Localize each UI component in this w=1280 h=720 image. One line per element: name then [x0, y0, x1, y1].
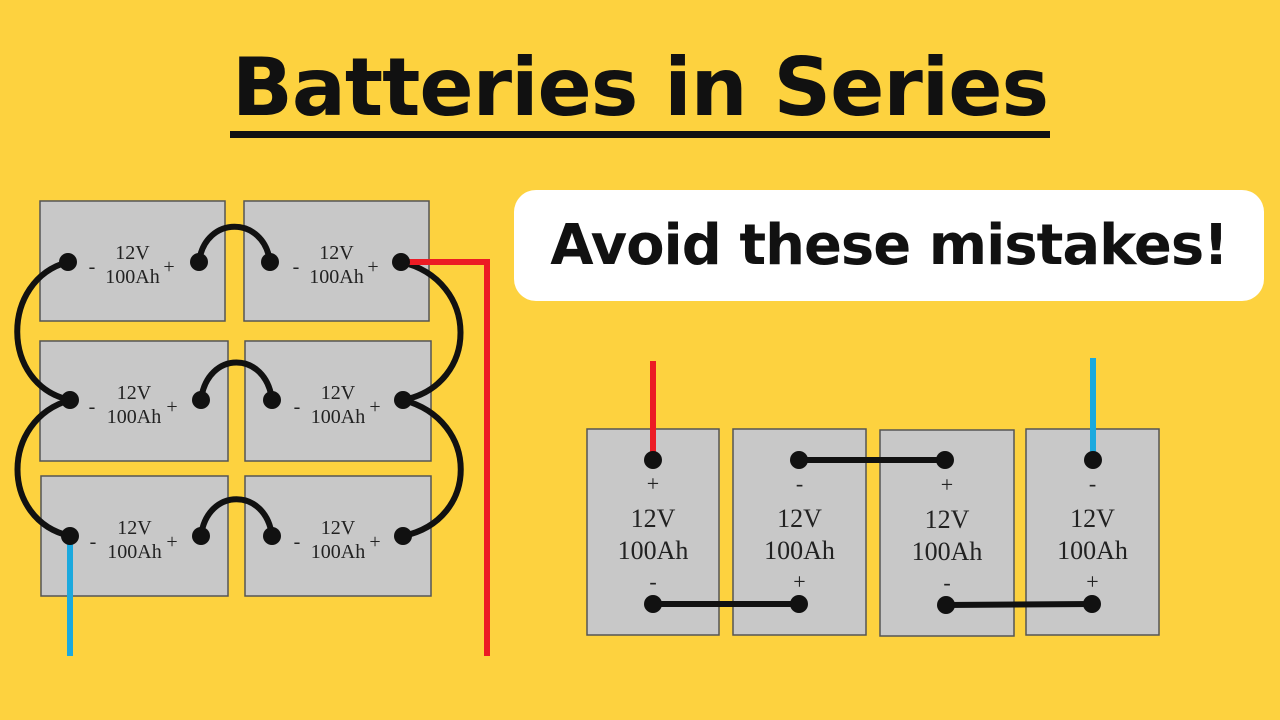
battery-pos-sign: + — [166, 396, 177, 418]
battery-capacity-label: 100Ah — [311, 406, 365, 428]
jumper-wire — [198, 359, 275, 403]
terminal-post — [790, 451, 808, 469]
battery-voltage-label: 12V — [321, 382, 356, 404]
battery-bottom-sign: - — [943, 570, 950, 595]
battery-capacity-label: 100Ah — [105, 266, 159, 288]
battery-pos-sign: + — [163, 256, 174, 278]
side-wire — [14, 397, 73, 539]
battery-top-sign: + — [941, 472, 953, 497]
battery-voltage-label: 12V — [319, 242, 354, 264]
terminal-post — [394, 527, 412, 545]
jumper-wire — [196, 223, 273, 265]
battery-voltage-label: 12V — [321, 517, 356, 539]
battery-capacity-label: 100Ah — [1057, 536, 1128, 565]
terminal-post — [192, 527, 210, 545]
page-title: Batteries in Series — [0, 40, 1280, 138]
callout-text: Avoid these mistakes! — [550, 213, 1229, 278]
battery-neg-sign: - — [294, 531, 301, 553]
battery-bottom-sign: - — [649, 569, 656, 594]
terminal-post — [392, 253, 410, 271]
battery-voltage-label: 12V — [117, 517, 152, 539]
battery-voltage-label: 12V — [777, 504, 822, 533]
battery-neg-sign: - — [293, 256, 300, 278]
terminal-post — [59, 253, 77, 271]
side-wire — [400, 397, 464, 539]
battery-capacity-label: 100Ah — [309, 266, 363, 288]
battery-top-sign: - — [796, 471, 803, 496]
battery-neg-sign: - — [90, 531, 97, 553]
terminal-post — [936, 451, 954, 469]
battery-voltage-label: 12V — [117, 382, 152, 404]
battery-top-sign: + — [647, 471, 659, 496]
terminal-post — [394, 391, 412, 409]
page-title-text: Batteries in Series — [229, 45, 1051, 138]
battery-bottom-sign: + — [793, 569, 805, 594]
battery-pos-sign: + — [369, 396, 380, 418]
terminals-layer — [59, 253, 1102, 614]
battery-neg-sign: - — [89, 256, 96, 278]
terminal-post — [790, 595, 808, 613]
jumper-wire — [198, 496, 275, 539]
battery-voltage-label: 12V — [115, 242, 150, 264]
jumper-wire — [943, 601, 1095, 608]
battery-pos-sign: + — [166, 531, 177, 553]
terminal-post — [644, 451, 662, 469]
battery-pos-sign: + — [369, 531, 380, 553]
battery-capacity-label: 100Ah — [764, 536, 835, 565]
terminal-post — [192, 391, 210, 409]
terminal-post — [61, 391, 79, 409]
side-wire — [398, 259, 464, 403]
battery-voltage-label: 12V — [631, 504, 676, 533]
terminal-post — [644, 595, 662, 613]
callout-box: Avoid these mistakes! — [514, 190, 1264, 301]
battery-capacity-label: 100Ah — [311, 541, 365, 563]
positive-lead-wire — [401, 259, 490, 656]
battery-capacity-label: 100Ah — [912, 537, 983, 566]
terminal-post — [61, 527, 79, 545]
batteries-layer: 12V100Ah-+12V100Ah-+12V100Ah-+12V100Ah-+… — [39, 200, 1160, 637]
terminal-post — [263, 391, 281, 409]
battery-capacity-label: 100Ah — [107, 406, 161, 428]
terminal-post — [1083, 595, 1101, 613]
battery-pos-sign: + — [367, 256, 378, 278]
terminal-post — [190, 253, 208, 271]
battery-capacity-label: 100Ah — [107, 541, 161, 563]
terminal-post — [261, 253, 279, 271]
battery-bottom-sign: + — [1086, 569, 1098, 594]
terminal-post — [1084, 451, 1102, 469]
terminal-post — [263, 527, 281, 545]
battery-neg-sign: - — [294, 396, 301, 418]
battery-capacity-label: 100Ah — [618, 536, 689, 565]
battery-neg-sign: - — [89, 396, 96, 418]
side-wire — [14, 259, 73, 403]
battery-voltage-label: 12V — [925, 505, 970, 534]
terminal-post — [937, 596, 955, 614]
battery-top-sign: - — [1089, 471, 1096, 496]
battery-voltage-label: 12V — [1070, 504, 1115, 533]
wires-layer — [14, 223, 1096, 656]
